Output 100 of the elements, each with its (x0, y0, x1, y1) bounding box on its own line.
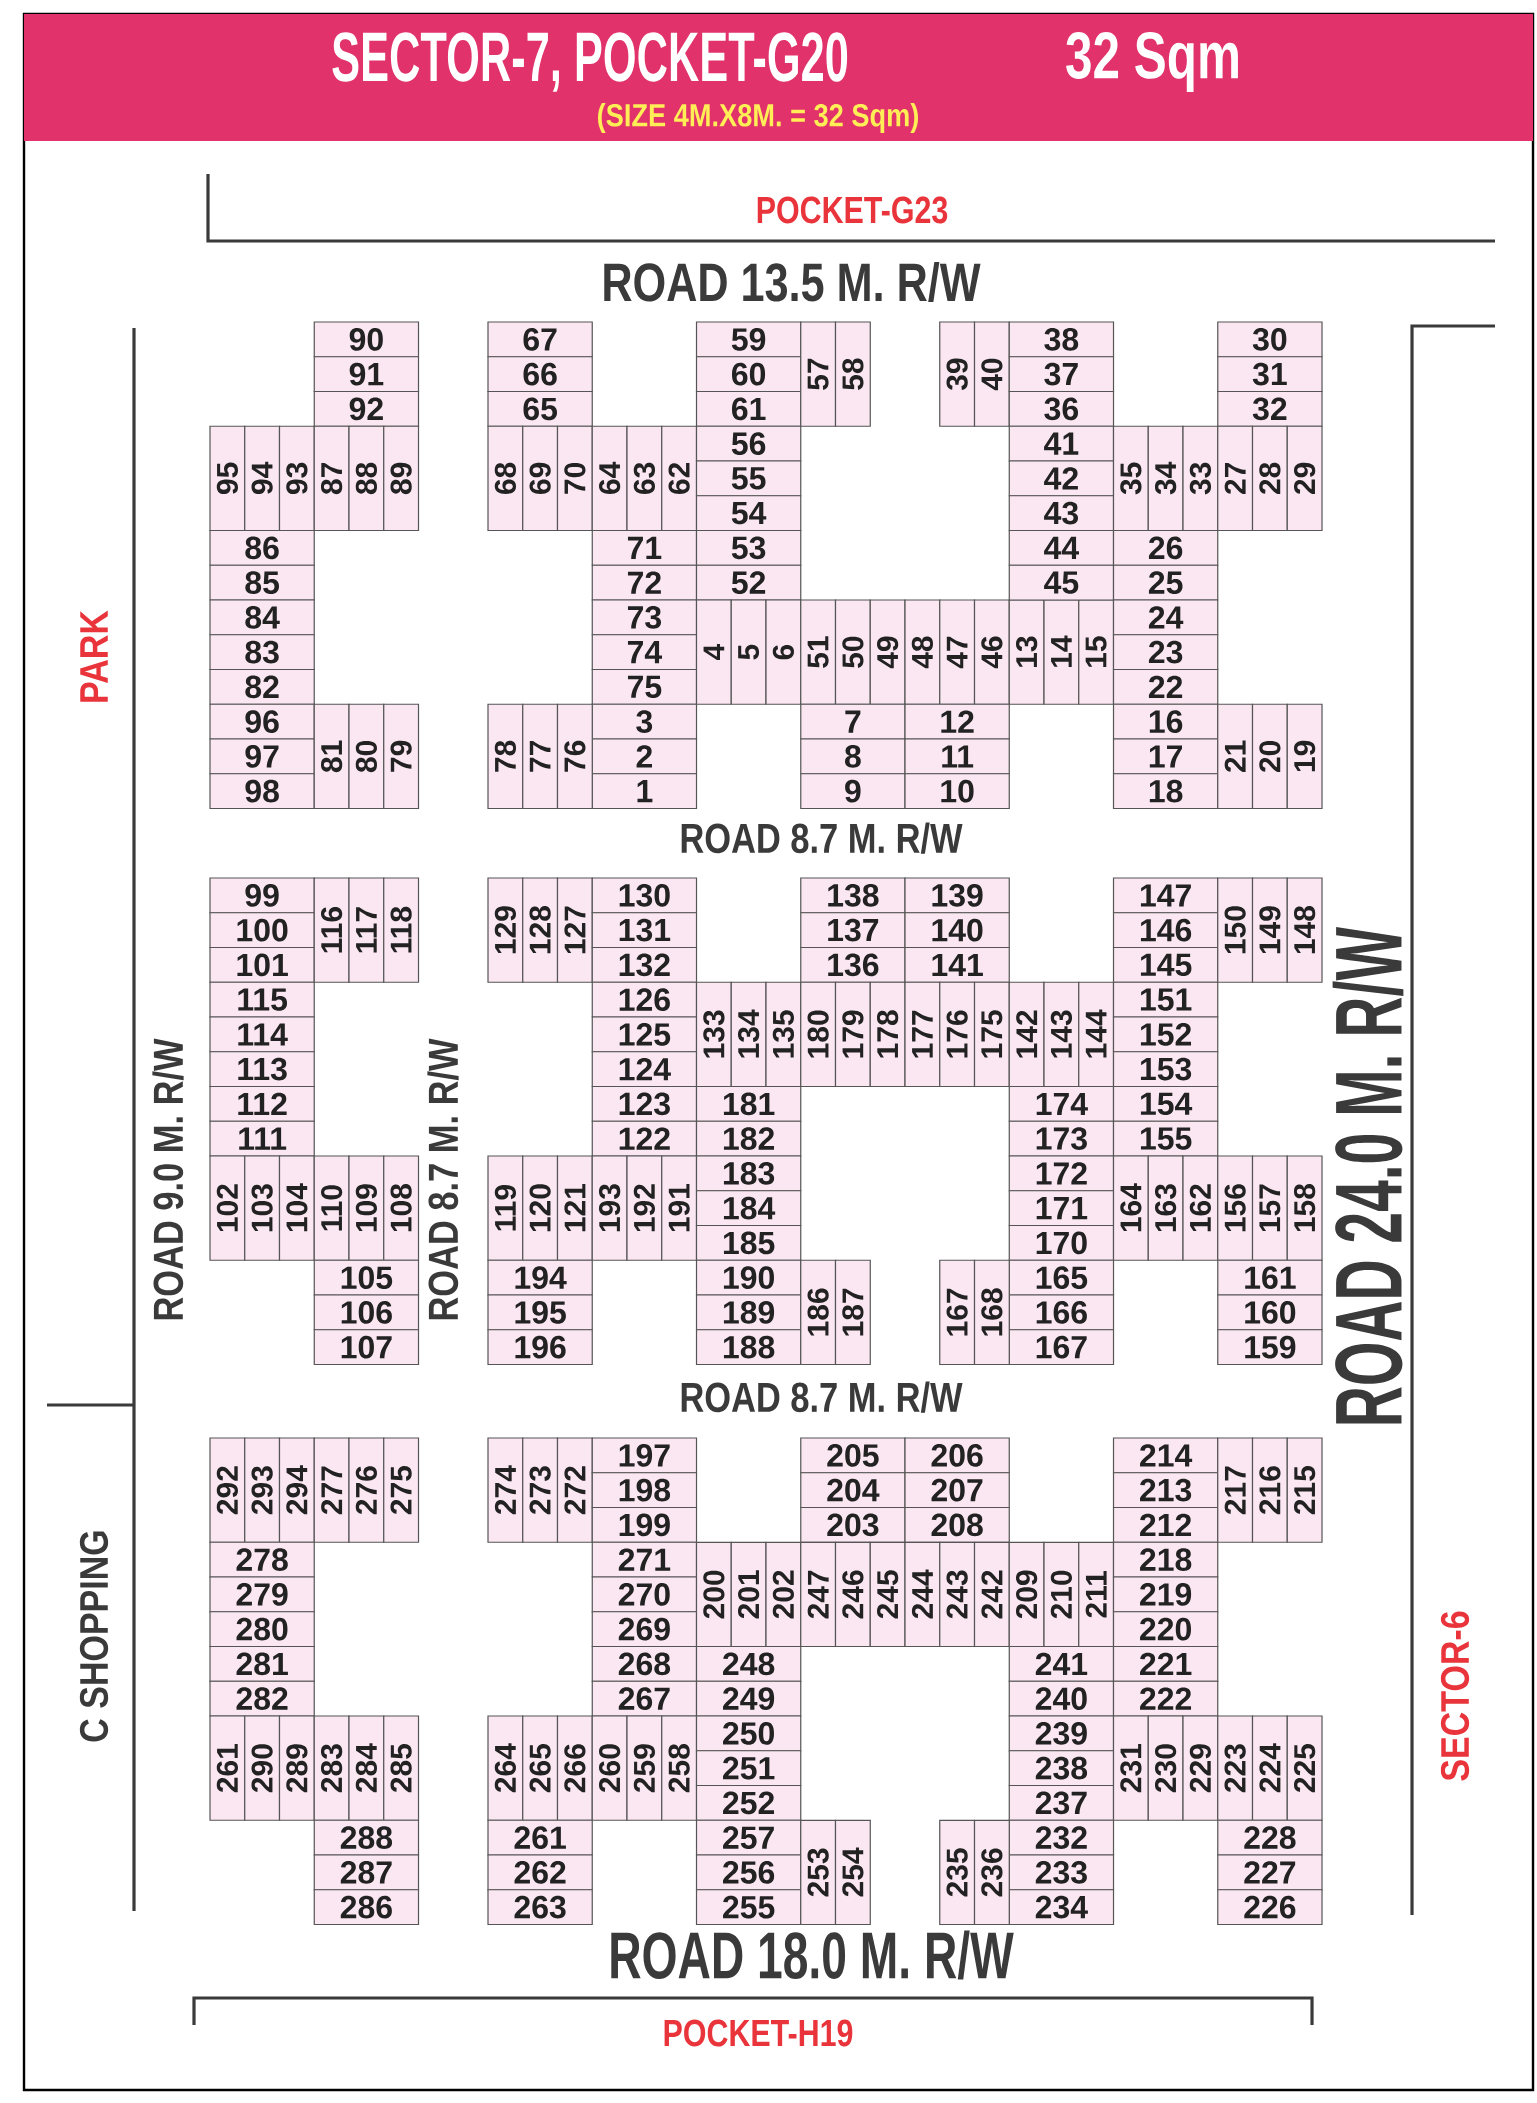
plot-box: 90 (313, 321, 420, 358)
plot-box: 227 (1217, 1854, 1323, 1891)
plot-box: 125 (591, 1016, 698, 1053)
road-label: ROAD 13.5 M. R/W (604, 261, 981, 303)
plot-box: 22 (1112, 668, 1219, 705)
plot-box: 71 (591, 529, 698, 566)
plot-box: 80 (348, 703, 385, 810)
plot-box: 34 (1147, 425, 1184, 532)
plot-box: 63 (626, 425, 663, 532)
plot-box: 293 (244, 1437, 281, 1543)
road-label: ROAD 24.0 M. R/W (1332, 926, 1404, 1424)
plot-box: 177 (904, 981, 941, 1088)
plot-box: 243 (939, 1541, 976, 1648)
plot-box: 172 (1008, 1155, 1115, 1192)
plot-box: 18 (1112, 773, 1219, 810)
plot-box: 176 (939, 981, 976, 1088)
plot-box: 285 (383, 1715, 420, 1821)
plot-box: 111 (209, 1120, 315, 1157)
plot-box: 167 (939, 1259, 976, 1366)
plot-box: 64 (591, 425, 628, 532)
plot-box: 216 (1251, 1437, 1288, 1543)
plot-box: 220 (1112, 1611, 1219, 1648)
plot-box: 107 (313, 1329, 420, 1366)
plot-box: 267 (591, 1680, 698, 1717)
plot-box: 68 (487, 425, 524, 532)
plot-box: 163 (1147, 1155, 1184, 1261)
plot-box: 7 (800, 703, 906, 740)
plot-box: 182 (695, 1120, 802, 1157)
plot-box: 162 (1182, 1155, 1219, 1261)
plot-box: 108 (383, 1155, 420, 1261)
area-label: POCKET-H19 (664, 2019, 853, 2047)
plot-box: 248 (695, 1645, 802, 1682)
road-label: ROAD 9.0 M. R/W (152, 1038, 184, 1320)
plot-box: 60 (695, 356, 802, 393)
plot-box: 27 (1217, 425, 1254, 532)
plot-box: 251 (695, 1750, 802, 1787)
plot-box: 201 (730, 1541, 767, 1648)
plot-box: 67 (487, 321, 593, 358)
plot-box: 261 (487, 1819, 593, 1856)
plot-box: 21 (1217, 703, 1254, 810)
area-label: C SHOPPING (79, 1531, 109, 1742)
area-label: PARK (80, 610, 108, 702)
plot-box: 131 (591, 912, 698, 949)
plot-box: 233 (1008, 1854, 1115, 1891)
plot-box: 155 (1112, 1120, 1219, 1157)
plot-box: 81 (313, 703, 350, 810)
plot-box: 157 (1251, 1155, 1288, 1261)
area-text: 32 Sqm (1066, 32, 1238, 92)
road-label: ROAD 8.7 M. R/W (427, 1038, 459, 1320)
plot-box: 205 (800, 1437, 906, 1474)
plot-box: 282 (209, 1680, 315, 1717)
plot-box: 239 (1008, 1715, 1115, 1752)
plot-box: 289 (278, 1715, 315, 1821)
plot-box: 142 (1008, 981, 1045, 1088)
plot-box: 148 (1286, 877, 1323, 983)
plot-box: 146 (1112, 912, 1219, 949)
plot-box: 49 (869, 599, 906, 705)
plot-box: 89 (383, 425, 420, 532)
plot-box: 11 (904, 738, 1010, 775)
plot-box: 16 (1112, 703, 1219, 740)
plot-box: 225 (1286, 1715, 1323, 1821)
plot-box: 270 (591, 1576, 698, 1613)
plot-box: 70 (556, 425, 593, 532)
plot-box: 237 (1008, 1784, 1115, 1821)
plot-box: 266 (556, 1715, 593, 1821)
plot-box: 99 (209, 877, 315, 914)
plot-box: 262 (487, 1854, 593, 1891)
plot-box: 204 (800, 1472, 906, 1509)
plot-box: 254 (834, 1819, 871, 1926)
plot-box: 132 (591, 946, 698, 983)
plot-box: 119 (487, 1155, 524, 1261)
plot-box: 93 (278, 425, 315, 532)
plot-box: 287 (313, 1854, 420, 1891)
plot-box: 147 (1112, 877, 1219, 914)
plot-box: 150 (1217, 877, 1254, 983)
plot-box: 47 (939, 599, 976, 705)
plot-box: 257 (695, 1819, 802, 1856)
plot-box: 234 (1008, 1889, 1115, 1926)
plot-box: 13 (1008, 599, 1045, 705)
plot-box: 76 (556, 703, 593, 810)
plot-box: 189 (695, 1294, 802, 1331)
plot-box: 72 (591, 564, 698, 601)
plot-box: 20 (1251, 703, 1288, 810)
plot-box: 39 (939, 321, 976, 427)
plot-box: 42 (1008, 460, 1115, 497)
plot-box: 25 (1112, 564, 1219, 601)
plot-box: 171 (1008, 1190, 1115, 1227)
plot-box: 274 (487, 1437, 524, 1543)
plot-box: 276 (348, 1437, 385, 1543)
plot-box: 273 (522, 1437, 559, 1543)
plot-box: 184 (695, 1190, 802, 1227)
plot-box: 265 (522, 1715, 559, 1821)
plot-box: 143 (1043, 981, 1080, 1088)
plot-box: 255 (695, 1889, 802, 1926)
plot-box: 214 (1112, 1437, 1219, 1474)
plot-box: 259 (626, 1715, 663, 1821)
plot-box: 103 (244, 1155, 281, 1261)
plot-box: 117 (348, 877, 385, 983)
plot-box: 218 (1112, 1541, 1219, 1578)
plot-box: 159 (1217, 1329, 1323, 1366)
